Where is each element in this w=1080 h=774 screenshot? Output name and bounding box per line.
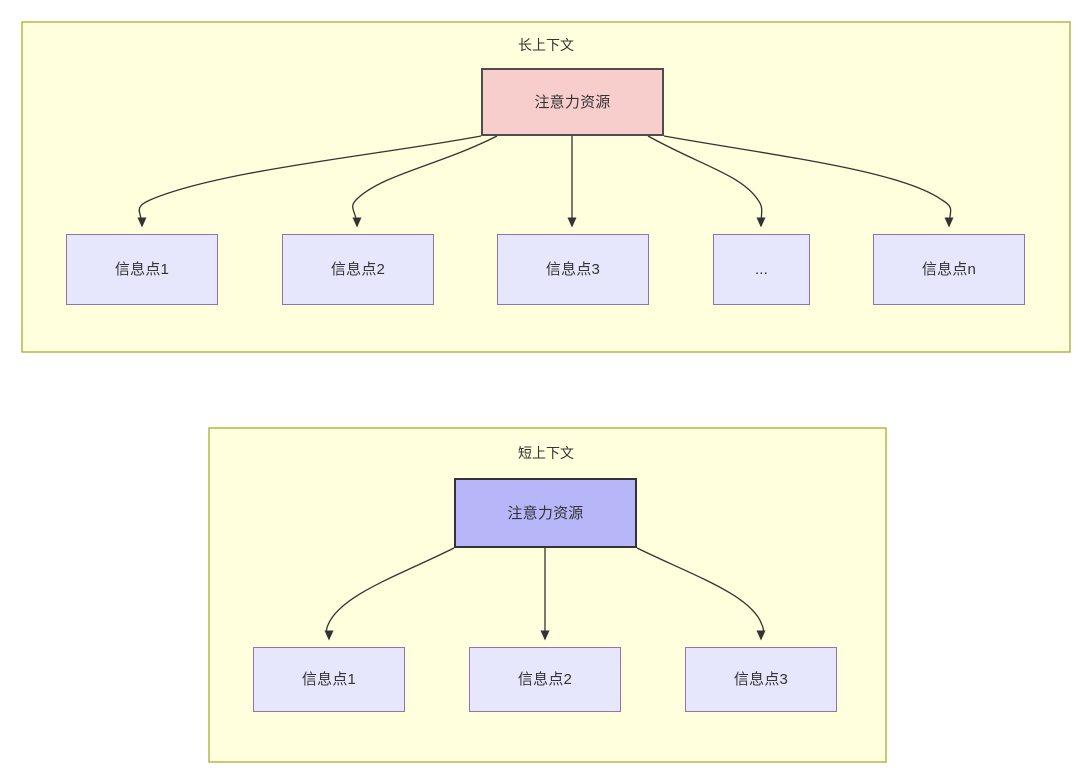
edge-group-short-context bbox=[324, 547, 766, 641]
node-info-point-1[interactable]: 信息点1 bbox=[66, 234, 218, 305]
node-attention-resource-short[interactable]: 注意力资源 bbox=[454, 478, 637, 548]
edge-attention-to-info-1 bbox=[137, 135, 482, 228]
edge-attention-to-ellipsis bbox=[647, 135, 766, 228]
node-info-point-1[interactable]: 信息点1 bbox=[253, 647, 405, 712]
edge-attention-to-info-3 bbox=[636, 547, 766, 641]
node-info-point-3[interactable]: 信息点3 bbox=[685, 647, 837, 712]
node-info-point-2[interactable]: 信息点2 bbox=[282, 234, 434, 305]
edge-attention-to-info-n bbox=[663, 135, 954, 228]
node-info-point-3[interactable]: 信息点3 bbox=[497, 234, 649, 305]
edge-attention-to-info-1 bbox=[324, 547, 455, 641]
node-info-point-ellipsis[interactable]: ... bbox=[713, 234, 810, 305]
edge-group-long-context bbox=[137, 135, 954, 228]
node-info-point-2[interactable]: 信息点2 bbox=[469, 647, 621, 712]
group-title-long-context: 长上下文 bbox=[518, 37, 574, 53]
node-attention-resource-long[interactable]: 注意力资源 bbox=[481, 68, 664, 136]
node-info-point-n[interactable]: 信息点n bbox=[873, 234, 1025, 305]
group-title-short-context: 短上下文 bbox=[518, 445, 574, 461]
edge-attention-to-info-2 bbox=[352, 135, 498, 228]
